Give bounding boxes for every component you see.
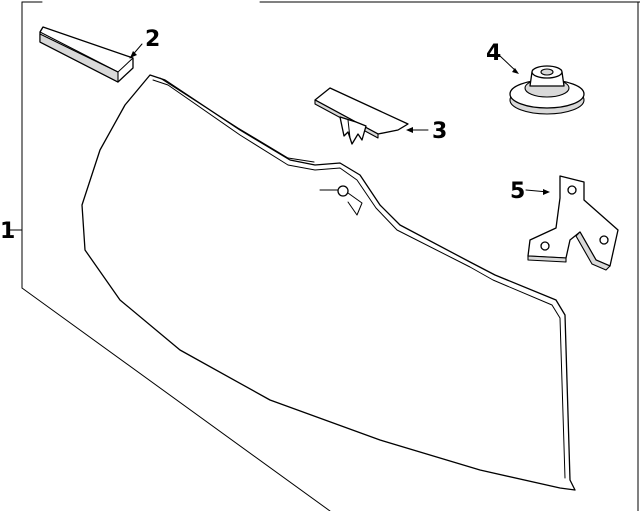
retaining-nut[interactable]: [509, 65, 585, 115]
assembly-frame: [21, 1, 640, 511]
callout-1: 1: [0, 219, 15, 244]
callout-3: 3: [432, 119, 447, 144]
leader-lines: [9, 43, 550, 231]
support-bracket[interactable]: [527, 175, 619, 271]
bracket-clip[interactable]: [314, 87, 409, 145]
moulding-strip[interactable]: [39, 26, 134, 83]
callout-4: 4: [486, 41, 501, 66]
windshield-glass[interactable]: [81, 74, 576, 491]
callout-2: 2: [145, 27, 160, 52]
callout-5: 5: [510, 179, 525, 204]
